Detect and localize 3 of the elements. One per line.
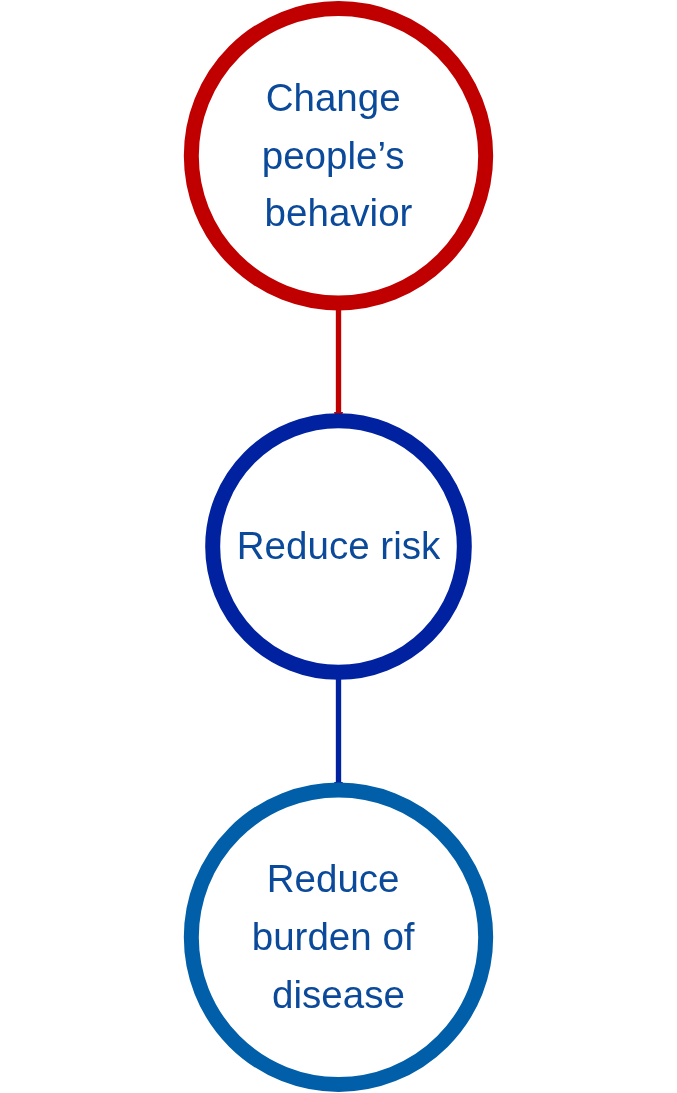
node-circle: Reduce burden of disease bbox=[183, 782, 494, 1092]
node-circle: Reduce risk bbox=[205, 413, 472, 680]
node-circle: Change people’s behavior bbox=[183, 1, 494, 311]
